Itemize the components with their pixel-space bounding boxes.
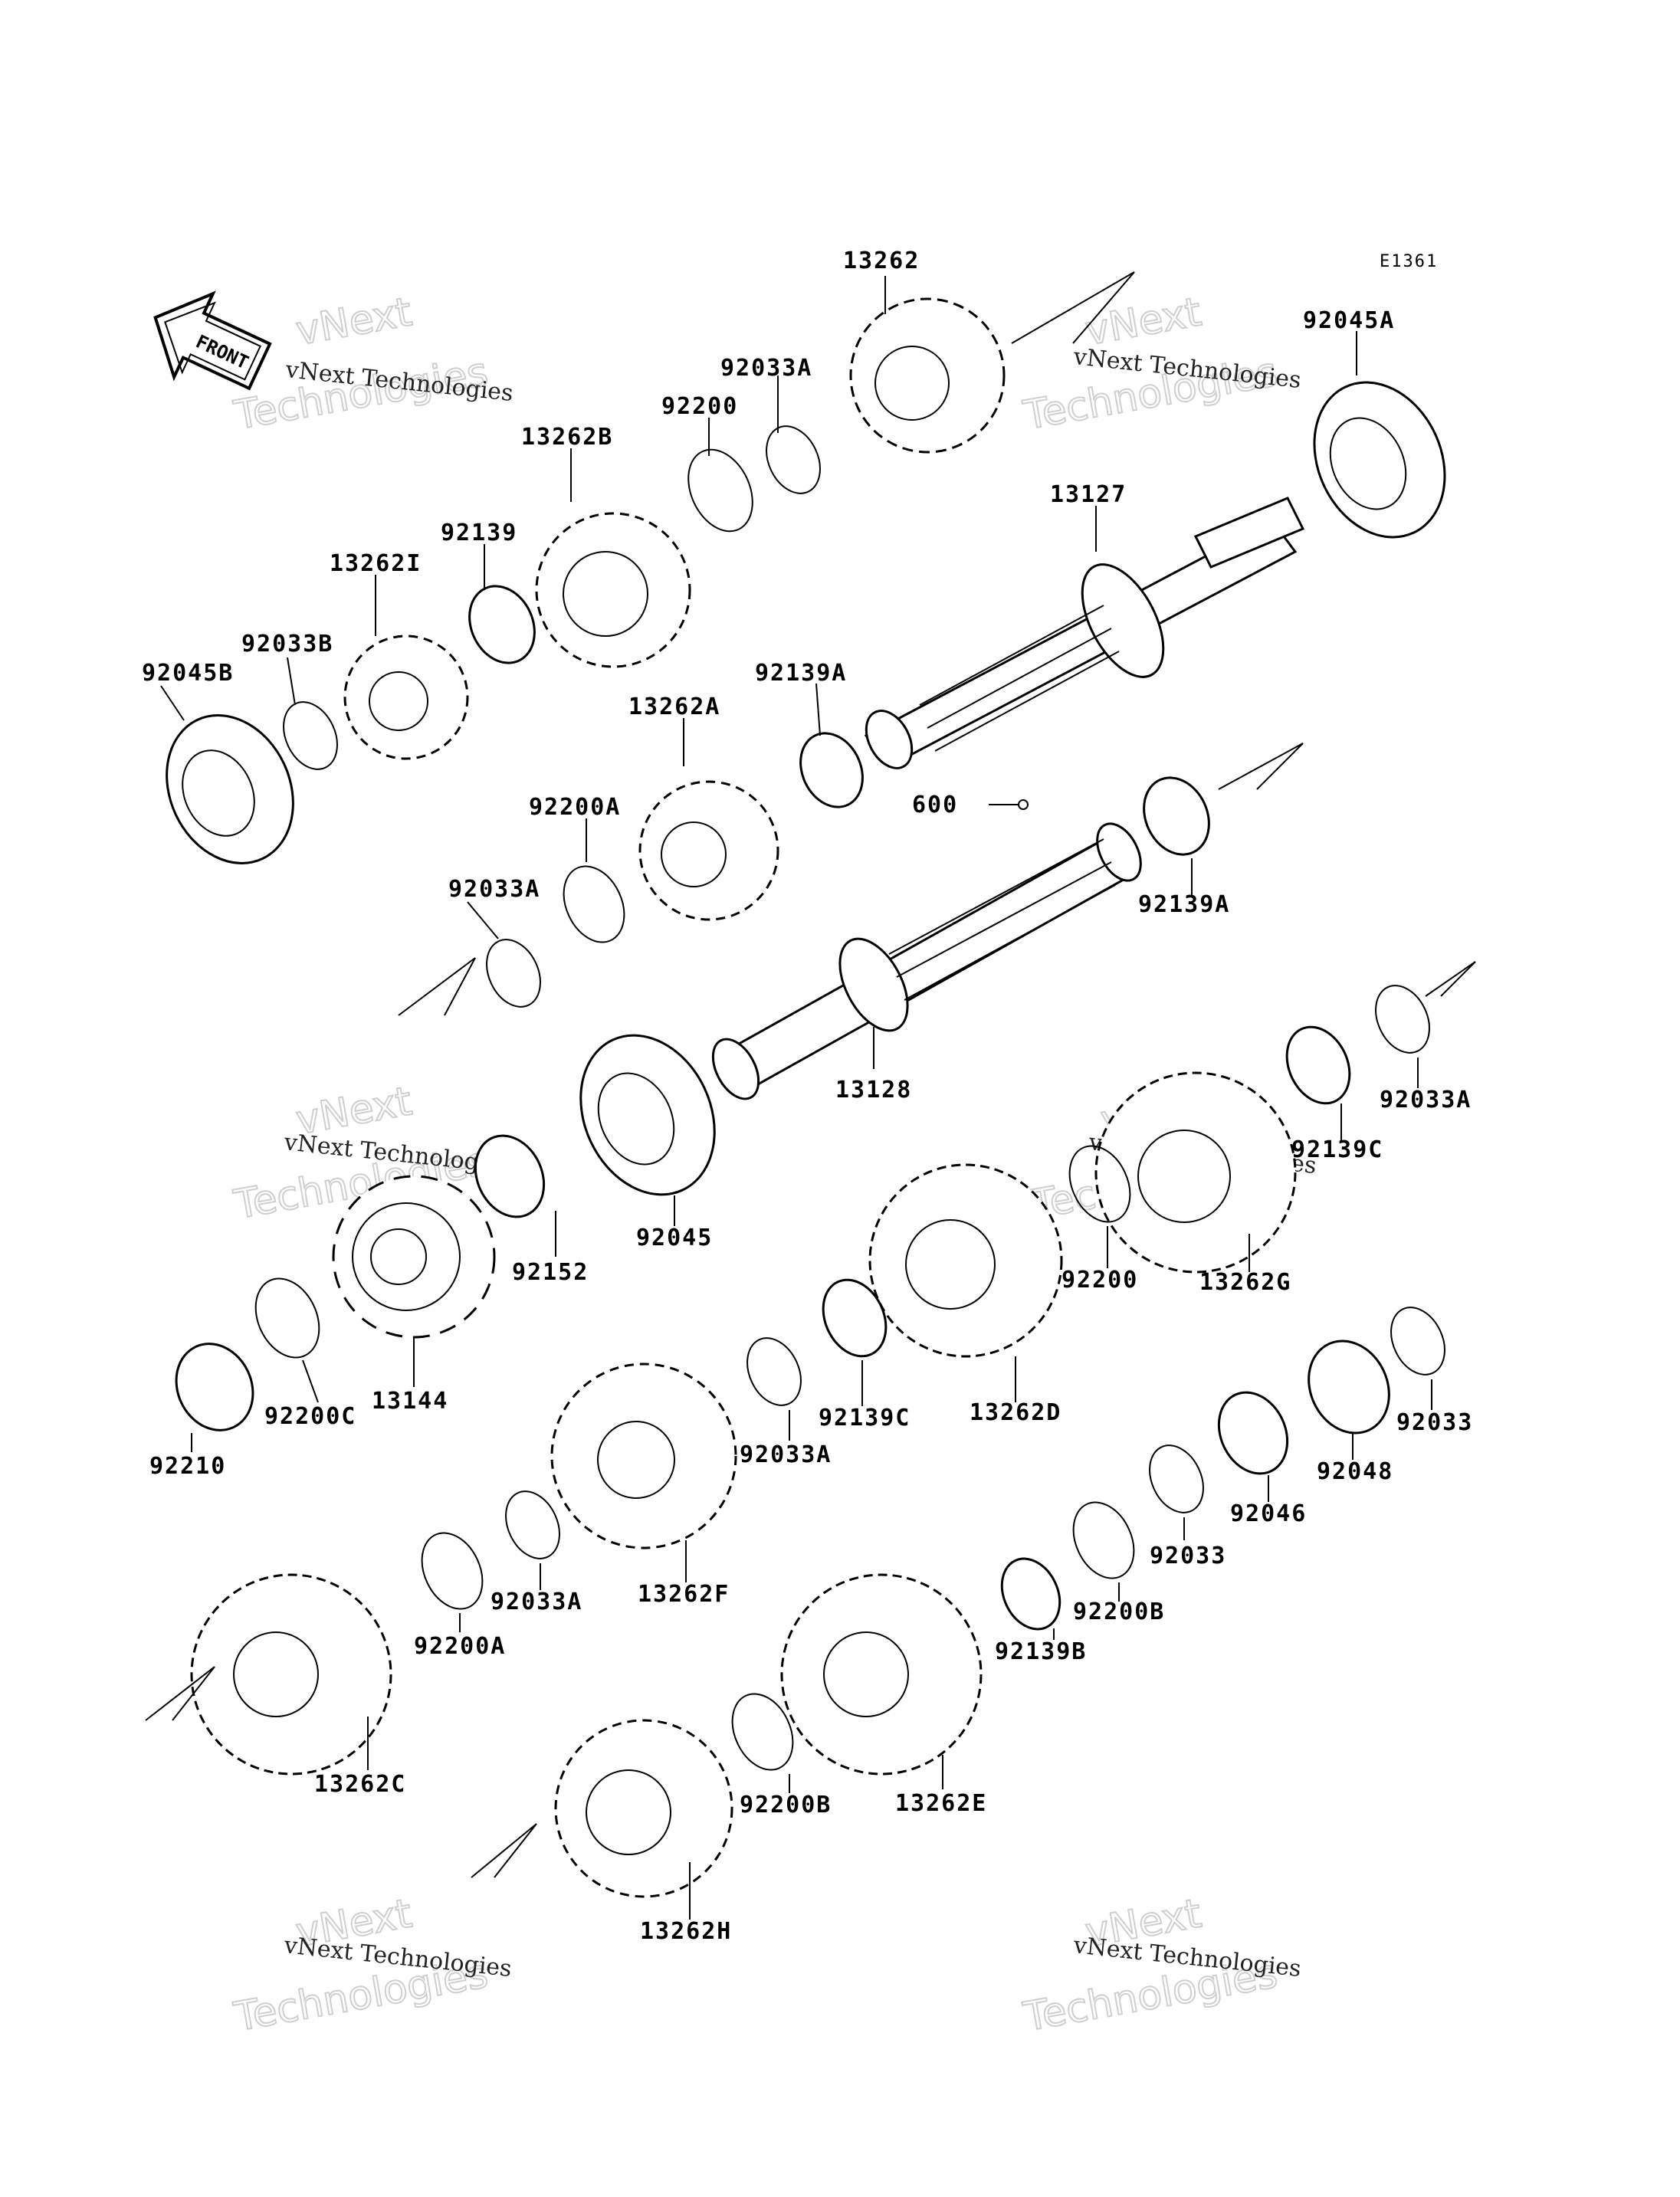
sprocket-13144 — [332, 1175, 496, 1339]
collar-92139B — [1000, 1557, 1061, 1631]
label-92033A-lower: 92033A — [491, 1589, 582, 1615]
label-92200C: 92200C — [264, 1403, 356, 1430]
label-92033-right: 92033 — [1396, 1409, 1473, 1436]
label-92152: 92152 — [512, 1259, 589, 1286]
label-92045A: 92045A — [1303, 307, 1395, 334]
gear-13262E — [780, 1573, 983, 1776]
bearing-92045 — [579, 1034, 716, 1196]
leader-lines — [160, 276, 1432, 1920]
bearing-92045B — [166, 714, 294, 864]
label-92200-top: 92200 — [661, 393, 738, 420]
label-92045B: 92045B — [142, 660, 234, 687]
label-13262I: 13262I — [330, 550, 422, 577]
output-shaft-13127 — [864, 497, 1305, 769]
label-92033A-left: 92033A — [448, 876, 540, 903]
label-13262F: 13262F — [638, 1581, 730, 1608]
bearing-92045A — [1313, 381, 1446, 539]
label-92200A-lower: 92200A — [414, 1633, 506, 1660]
label-13262B: 13262B — [521, 424, 613, 451]
watermark-top-right: vNext Technologies vNext Technologies — [1019, 288, 1302, 440]
label-600: 600 — [912, 792, 958, 818]
axis-lines — [145, 271, 1476, 1878]
svg-text:vNext: vNext — [293, 289, 415, 354]
part-labels: 13262 92045A 92033A 92200 13262B 92139 1… — [142, 248, 1473, 1945]
front-arrow-icon: FRONT — [153, 290, 272, 391]
collar-92048 — [1308, 1340, 1390, 1435]
label-92200B-lower: 92200B — [740, 1792, 832, 1818]
nut-92210 — [175, 1343, 254, 1431]
label-92045: 92045 — [636, 1225, 713, 1251]
gear-13262 — [849, 297, 1006, 454]
label-92033B: 92033B — [241, 631, 333, 657]
diagram-code: E1361 — [1380, 252, 1438, 271]
label-92200-mid: 92200 — [1061, 1267, 1138, 1294]
collar-92139A-right — [1143, 776, 1210, 856]
label-92200B-right: 92200B — [1073, 1599, 1165, 1625]
gear-13262C — [190, 1573, 392, 1776]
label-13127: 13127 — [1050, 481, 1127, 508]
watermark-bottom-right: vNext Technologies vNext Technologies — [1019, 1890, 1302, 2041]
label-13262D: 13262D — [970, 1399, 1061, 1426]
input-shaft-13128 — [711, 822, 1142, 1100]
gear-13262D — [868, 1163, 1063, 1358]
collar-92152 — [474, 1134, 546, 1218]
label-13262H: 13262H — [640, 1918, 732, 1945]
label-92139B: 92139B — [995, 1638, 1087, 1665]
watermark-bottom-left: vNext Technologies vNext Technologies — [230, 1890, 513, 2041]
gear-13262A — [638, 780, 779, 921]
label-92139C-lower: 92139C — [819, 1405, 911, 1431]
svg-text:vNext: vNext — [1082, 289, 1205, 354]
gear-13262B — [535, 512, 691, 668]
needle-bearing-92139C-upper — [1285, 1025, 1351, 1105]
label-92200A-upper: 92200A — [529, 794, 621, 821]
gear-13262I — [343, 635, 469, 760]
label-92210: 92210 — [149, 1453, 226, 1480]
gear-13262F — [550, 1362, 737, 1549]
label-92033-lower: 92033 — [1150, 1543, 1226, 1569]
needle-bearing-92046 — [1217, 1391, 1289, 1475]
label-13262: 13262 — [843, 248, 920, 274]
label-13262G: 13262G — [1199, 1269, 1291, 1296]
label-92139C-upper: 92139C — [1291, 1136, 1383, 1163]
label-92139A-upper: 92139A — [755, 660, 847, 687]
callout-dot-icon — [1018, 799, 1029, 810]
label-13262C: 13262C — [314, 1771, 406, 1798]
watermark-top-left: vNext Technologies vNext Technologies — [230, 288, 514, 440]
label-13262E: 13262E — [895, 1790, 987, 1817]
label-92139: 92139 — [441, 520, 517, 546]
label-92048: 92048 — [1317, 1458, 1393, 1485]
label-92033A-right: 92033A — [1380, 1087, 1472, 1113]
label-92033A-top: 92033A — [720, 355, 812, 382]
gear-13262G — [1094, 1071, 1297, 1274]
gear-13262H — [554, 1719, 733, 1898]
collar-92139 — [468, 585, 536, 664]
label-13144: 13144 — [372, 1388, 448, 1415]
label-92033A-mid: 92033A — [740, 1441, 832, 1468]
collar-92139A-upper — [799, 732, 864, 808]
label-92139A-right: 92139A — [1138, 891, 1230, 918]
label-92046: 92046 — [1230, 1500, 1307, 1527]
needle-bearing-92139C-lower — [822, 1278, 888, 1358]
label-13262A: 13262A — [628, 694, 720, 720]
label-13128: 13128 — [835, 1077, 912, 1103]
